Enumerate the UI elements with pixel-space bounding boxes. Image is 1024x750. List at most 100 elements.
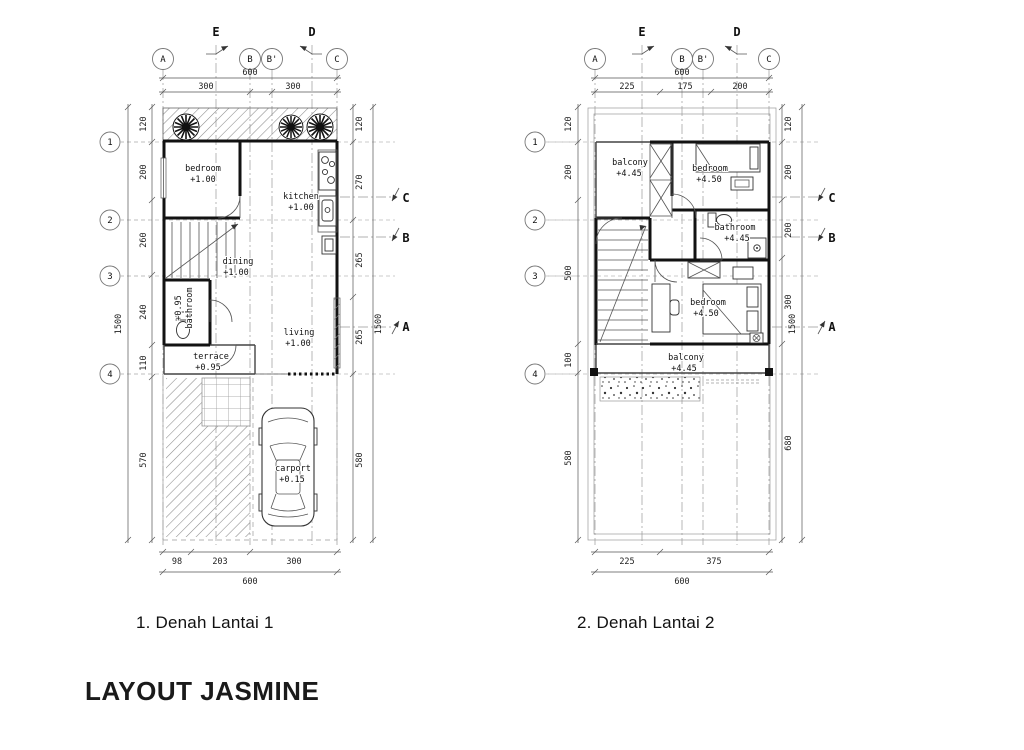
dim-seg: 120	[139, 116, 149, 131]
dims-bottom-1: 98 203 300 600	[159, 548, 341, 587]
dim-seg: 120	[784, 116, 794, 131]
room-level-kitchen: +1.00	[288, 203, 314, 213]
room-level-balcony-top: +4.45	[616, 169, 642, 179]
doors-lantai-2	[595, 193, 723, 283]
dim-seg: 200	[784, 222, 794, 237]
room-level-terrace: +0.95	[195, 363, 221, 373]
page-title: LAYOUT JASMINE	[85, 676, 320, 706]
grid-col-c: C	[334, 55, 339, 65]
grid-row-bubbles: 1 2 3 4	[524, 131, 576, 385]
car-icon	[258, 407, 318, 527]
room-level-bedroom-lower: +4.50	[693, 309, 719, 319]
grid-column-bubbles: A B B' C E D	[152, 25, 348, 70]
section-letter-a: A	[828, 320, 836, 334]
dim-seg: 120	[564, 116, 574, 131]
grid-row-4: 4	[532, 370, 537, 380]
grid-row-3: 3	[532, 272, 537, 282]
dim-seg: 240	[139, 304, 149, 319]
plan-1-caption: 1. Denah Lantai 1	[136, 613, 274, 632]
section-marker-d: D	[308, 25, 315, 39]
room-level-balcony-bottom: +4.45	[671, 364, 697, 374]
dims-bottom-2: 225 375 600	[591, 548, 773, 587]
room-level-bedroom: +1.00	[190, 175, 216, 185]
dims-left-1: 1500 120 200 260 240 110 570	[114, 103, 156, 544]
room-labels-lantai-2: balcony +4.45 bedroom +4.50 bathroom +4.…	[611, 157, 756, 375]
room-label-bathroom: bathroom	[715, 223, 756, 233]
room-label-terrace: terrace	[193, 352, 229, 362]
grid-lines	[548, 45, 820, 545]
room-label-dining: dining	[223, 257, 254, 267]
section-letter-b: B	[402, 231, 409, 245]
toilet-lantai-1	[175, 311, 191, 339]
vent-strip	[706, 379, 760, 384]
plan-lantai-1: A B B' C E D 1 2 3 4	[99, 25, 410, 587]
room-level-bathroom: +0.95	[174, 295, 184, 321]
dim-seg: 200	[732, 82, 747, 92]
paving	[201, 377, 251, 427]
stairs-lantai-2	[598, 225, 648, 343]
walls-lantai-2	[590, 140, 773, 376]
dim-seg: 270	[355, 174, 365, 189]
grid-row-1: 1	[107, 138, 112, 148]
grid-col-a: A	[160, 55, 166, 65]
room-label-balcony-top: balcony	[612, 158, 648, 168]
kitchen-fixtures	[317, 149, 338, 255]
dims-left-2: 120 200 500 100 580	[564, 103, 582, 544]
room-level-dining: +1.00	[223, 268, 249, 278]
room-label-bedroom-top: bedroom	[692, 164, 728, 174]
grid-col-a: A	[592, 55, 598, 65]
stairs-lantai-1	[165, 222, 239, 279]
room-label-bedroom: bedroom	[185, 164, 221, 174]
section-letter-c: C	[828, 191, 835, 205]
grid-col-b: B	[247, 55, 252, 65]
room-level-carport: +0.15	[279, 475, 305, 485]
grid-row-2: 2	[107, 216, 112, 226]
room-level-living: +1.00	[285, 339, 311, 349]
dim-seg: 110	[139, 355, 149, 370]
section-marker-e: E	[638, 25, 645, 39]
grid-col-b: B	[679, 55, 684, 65]
bedroom-lower-furniture	[651, 261, 764, 344]
window-band	[333, 297, 341, 369]
room-labels-lantai-1: bedroom +1.00 kitchen +1.00 dining +1.00…	[173, 163, 320, 486]
dim-seg: 300	[784, 294, 794, 309]
dim-seg: 203	[212, 557, 227, 567]
grid-row-2: 2	[532, 216, 537, 226]
floor-plan-drawing: A B B' C E D 1 2 3 4	[99, 25, 836, 587]
dim-total-top: 600	[242, 68, 257, 78]
dim-seg: 225	[619, 82, 634, 92]
grid-row-bubbles: 1 2 3 4	[99, 131, 150, 385]
bathroom-fixtures	[707, 212, 767, 259]
dim-seg: 500	[564, 265, 574, 280]
room-label-living: living	[284, 328, 315, 338]
plan-lantai-2: A B B' C E D 1 2 3 4	[524, 25, 836, 587]
room-label-kitchen: kitchen	[283, 192, 319, 202]
dims-top-1: 600 300 300	[159, 68, 341, 96]
dims-right-2: 120 200 200 300 680 1500	[778, 103, 806, 544]
dim-seg: 375	[706, 557, 721, 567]
room-level-bathroom: +4.45	[724, 234, 750, 244]
grid-column-bubbles: A B B' C E D	[584, 25, 780, 70]
grid-row-3: 3	[107, 272, 112, 282]
dim-seg: 200	[139, 164, 149, 179]
section-marker-e: E	[212, 25, 219, 39]
dim-seg: 100	[564, 352, 574, 367]
dim-total-left: 1500	[114, 314, 124, 334]
dim-total-right: 1500	[374, 314, 384, 334]
grid-col-b2: B'	[267, 55, 278, 65]
bedroom-top-furniture	[695, 143, 761, 191]
dim-seg: 175	[677, 82, 692, 92]
plan-2-caption: 2. Denah Lantai 2	[577, 613, 715, 632]
dim-seg: 580	[564, 450, 574, 465]
section-arrows-1: C B A	[391, 187, 410, 335]
dim-seg: 580	[355, 452, 365, 467]
yard	[162, 374, 338, 541]
room-label-bathroom: bathroom	[185, 288, 195, 329]
dim-seg: 120	[355, 116, 365, 131]
section-letter-c: C	[402, 191, 409, 205]
dim-total-right: 1500	[788, 314, 798, 334]
room-label-bedroom-lower: bedroom	[690, 298, 726, 308]
dim-seg: 225	[619, 557, 634, 567]
dim-seg: 200	[564, 164, 574, 179]
section-letter-a: A	[402, 320, 410, 334]
